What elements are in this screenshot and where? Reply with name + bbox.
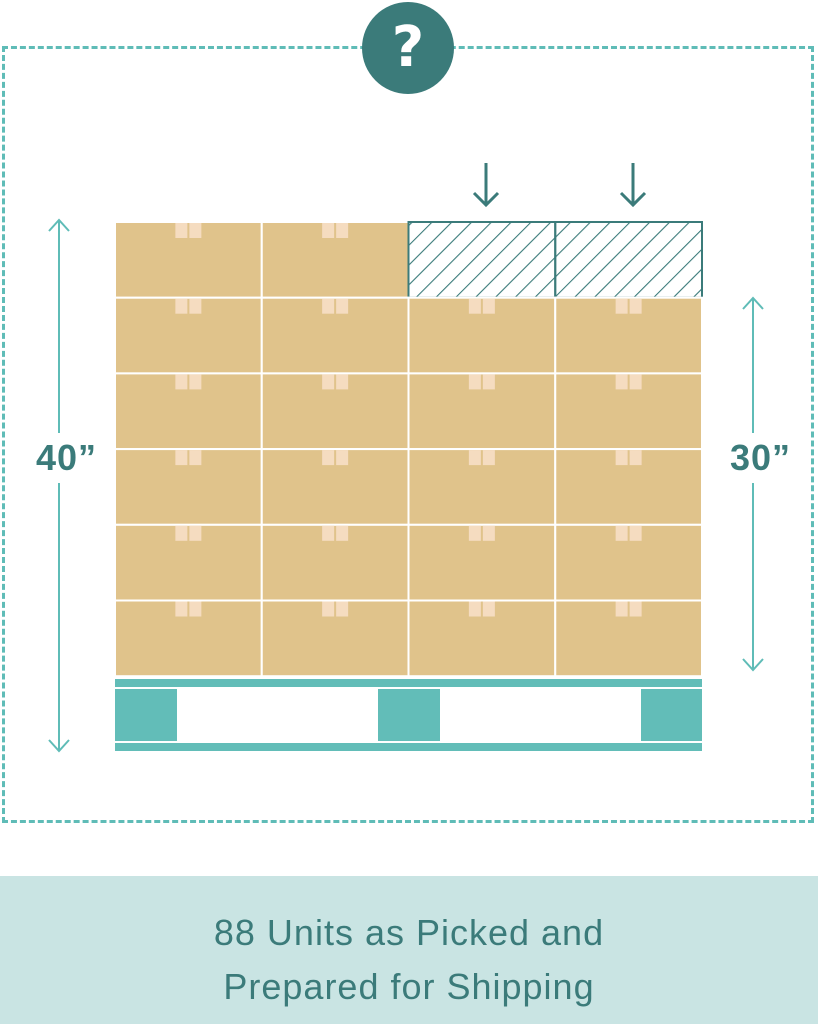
box	[260, 372, 410, 451]
box	[260, 599, 410, 678]
box-tape	[615, 450, 628, 466]
box-tape	[615, 298, 628, 314]
box-tape	[482, 525, 495, 541]
box-tape	[468, 601, 481, 617]
box-tape	[482, 450, 495, 466]
down-arrow-icon	[472, 163, 500, 208]
box	[260, 296, 410, 375]
box-tape	[468, 450, 481, 466]
caption-banner: 88 Units as Picked and Prepared for Ship…	[0, 876, 818, 1024]
pallet-block	[115, 689, 177, 741]
pallet	[115, 679, 702, 751]
box	[114, 448, 263, 526]
box-tape	[175, 525, 188, 541]
box-tape	[336, 298, 349, 314]
box-tape	[189, 298, 202, 314]
box-tape	[629, 450, 642, 466]
box-tape	[189, 374, 202, 390]
box-tape	[336, 601, 349, 617]
box	[114, 296, 263, 375]
pallet-top-board	[115, 679, 702, 687]
box-tape	[189, 450, 202, 466]
box-tape	[468, 298, 481, 314]
missing-box-slot	[554, 221, 703, 299]
box-tape	[468, 525, 481, 541]
box-tape	[322, 450, 335, 466]
box	[554, 296, 703, 375]
caption-text: 88 Units as Picked and Prepared for Ship…	[0, 906, 818, 1014]
box-tape	[175, 374, 188, 390]
caption-line-1: 88 Units as Picked and	[213, 912, 605, 953]
box-tape	[615, 525, 628, 541]
box-tape	[322, 601, 335, 617]
box	[260, 448, 410, 526]
box-tape	[629, 601, 642, 617]
box	[114, 599, 263, 678]
box	[407, 372, 557, 451]
box	[407, 523, 557, 602]
pallet-diagram	[48, 163, 764, 753]
box-tape	[336, 450, 349, 466]
box-tape	[629, 298, 642, 314]
box-tape	[175, 601, 188, 617]
box-tape	[322, 223, 335, 238]
pallet-block	[641, 689, 702, 741]
height-label-40: 40”	[36, 433, 98, 483]
box-tape	[615, 601, 628, 617]
dimension-arrows	[48, 163, 764, 753]
box-tape	[615, 374, 628, 390]
box	[260, 523, 410, 602]
box-tape	[175, 298, 188, 314]
box	[554, 372, 703, 451]
box-tape	[175, 223, 188, 238]
box-tape	[189, 601, 202, 617]
box-tape	[322, 374, 335, 390]
pallet-block	[378, 689, 440, 741]
box-tape	[482, 601, 495, 617]
box-tape	[336, 223, 349, 238]
box-tape	[322, 298, 335, 314]
box-tape	[482, 374, 495, 390]
box	[260, 221, 410, 299]
box	[554, 599, 703, 678]
pallet-bottom-board	[115, 743, 702, 751]
box-tape	[175, 450, 188, 466]
box-tape	[189, 223, 202, 238]
box	[114, 372, 263, 451]
caption-line-2: Prepared for Shipping	[223, 966, 595, 1007]
box-tape	[336, 374, 349, 390]
box-grid	[114, 221, 703, 678]
height-label-30: 30”	[730, 433, 792, 483]
box-tape	[482, 298, 495, 314]
box	[554, 448, 703, 526]
box-tape	[629, 374, 642, 390]
height-arrow-40	[48, 218, 70, 753]
box-tape	[336, 525, 349, 541]
box-tape	[468, 374, 481, 390]
box-tape	[189, 525, 202, 541]
missing-box-slot	[407, 221, 557, 299]
down-arrow-icon	[619, 163, 647, 208]
box	[114, 523, 263, 602]
question-mark-icon: ?	[362, 2, 454, 94]
box-tape	[629, 525, 642, 541]
height-arrow-30	[742, 296, 764, 672]
box	[407, 448, 557, 526]
box	[407, 296, 557, 375]
box-tape	[322, 525, 335, 541]
box	[407, 599, 557, 678]
box	[554, 523, 703, 602]
box	[114, 221, 263, 299]
